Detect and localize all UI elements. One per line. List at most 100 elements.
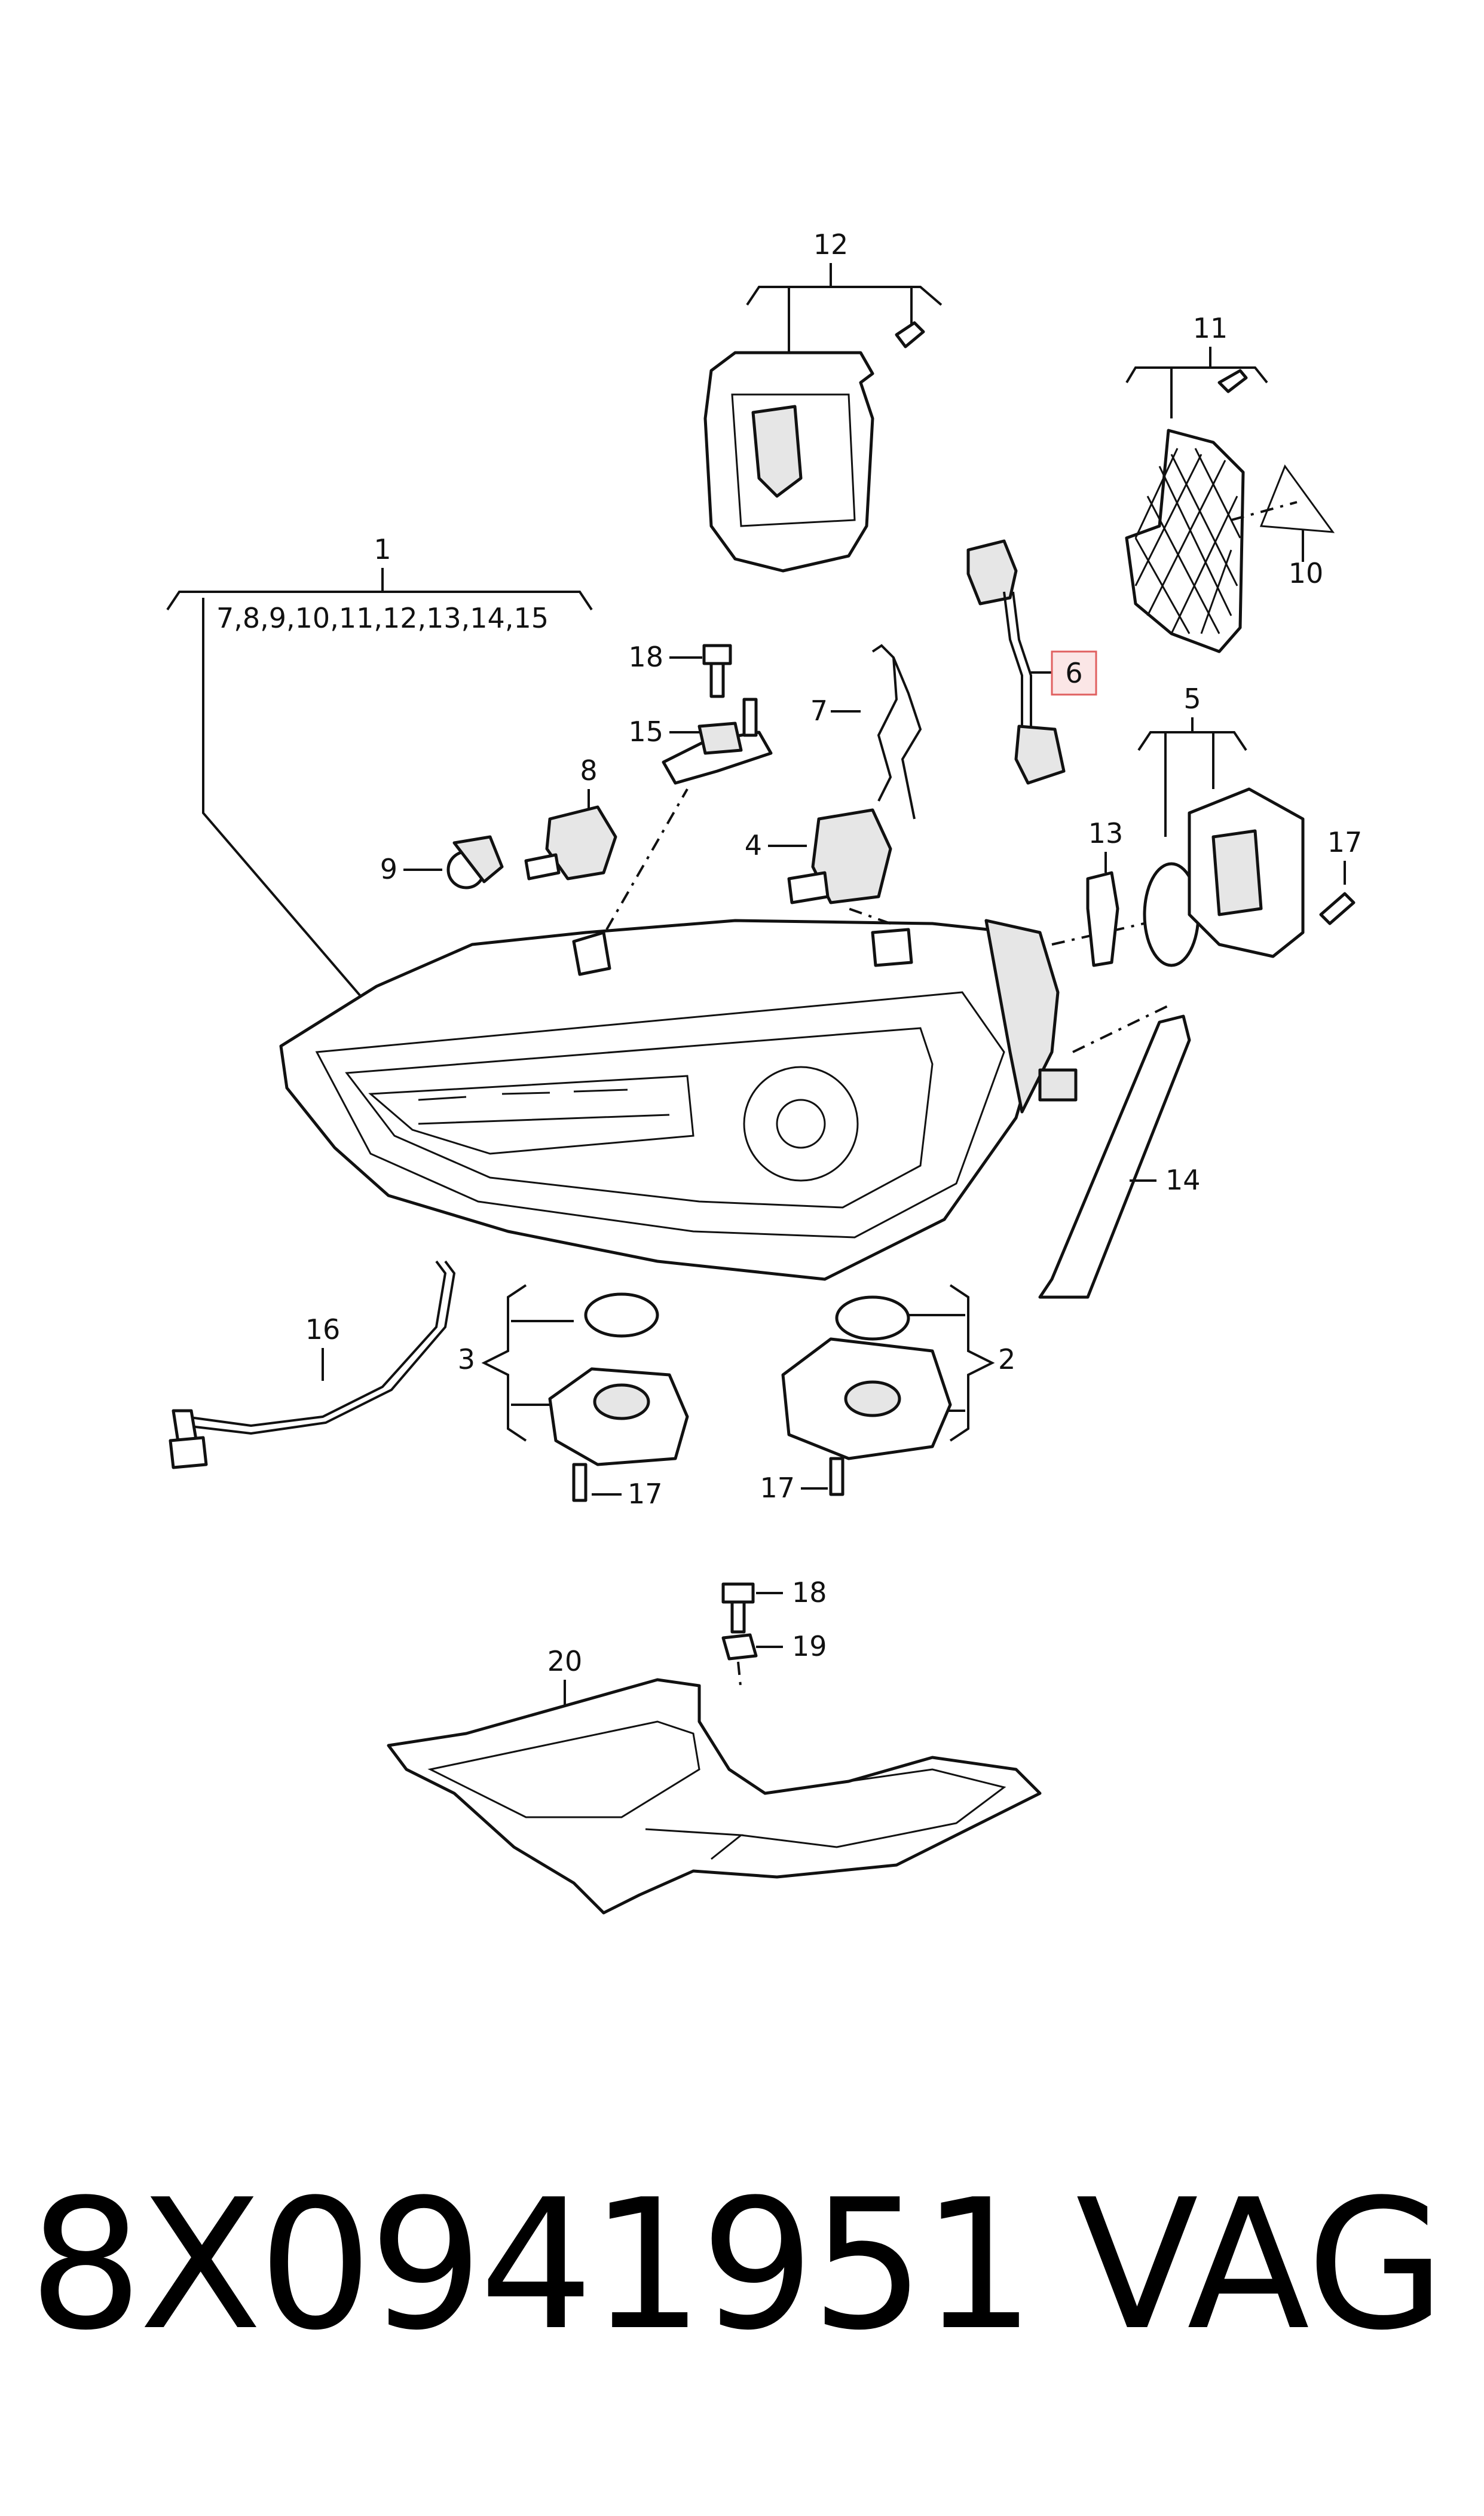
part-13-group: 13 [1086,817,1124,967]
callout-16: 16 [305,1313,341,1346]
callout-17b: 17 [628,1478,663,1510]
part-3-seal-ring [584,1292,659,1338]
part-14-group: 14 [1038,1014,1201,1299]
part-2-group: 2 17 [760,1284,1015,1504]
part-19-dashed-leader [737,1661,742,1692]
callout-3-brace [481,1284,527,1442]
callout-17a: 17 [1327,826,1363,858]
part-6-wire [1003,591,1023,729]
part-18-screw-shaft [709,662,725,698]
part-1-rear-module [984,919,1060,1114]
part-9-socket [452,835,504,883]
part-1-led-strip [368,1075,694,1155]
brand-label: VAG [1076,2161,1446,2370]
part-1-lens-frame [345,1027,934,1209]
callout-1-bracket [166,568,593,611]
part-10-triangle [1259,464,1335,533]
callout-5-bracket [1137,717,1247,837]
callout-18a: 18 [628,641,663,673]
part-1-led-segments [418,1089,670,1125]
part-16-hose-2 [185,1260,456,1435]
part-14-strip [1038,1014,1191,1299]
part-15-18-group: 18 15 [628,641,773,785]
part-6-connector-bottom [1014,724,1066,785]
part-20-group: 20 [387,1645,1042,1915]
part-1-projector-lens [776,1099,826,1149]
part-7-clip [871,644,922,820]
part-18-19-group: 18 19 [721,1576,827,1692]
part-16-hose [185,1260,447,1427]
part-20-inner-face [427,1720,700,1818]
part-4-group: 4 [745,808,892,904]
callout-19: 19 [792,1630,827,1662]
part-1-rear-connector [1038,1068,1078,1102]
part-1-headlight-housing [279,919,1048,1281]
part-12-group: 12 [703,228,943,573]
part-12-socket [751,405,803,498]
part-5-module-face [1211,829,1263,916]
part-11-group: 11 10 [1125,312,1335,653]
part-3-socket [593,1383,650,1420]
part-2-socket [844,1380,901,1417]
part-1-group: 1 7,8,9,10,11,12,13,14,15 [166,533,1184,1281]
part-8-holder [545,805,617,881]
part-20-arm [741,1768,1006,1848]
part-17b-screw [572,1463,588,1502]
callout-11: 11 [1193,312,1228,344]
callout-5: 5 [1183,683,1201,715]
callout-1-sub: 7,8,9,10,11,12,13,14,15 [216,602,549,634]
part-16-connector [169,1436,208,1469]
callout-3: 3 [458,1343,475,1375]
callout-10: 10 [1289,557,1324,589]
part-20-rib [645,1828,743,1860]
callout-14: 14 [1165,1164,1201,1196]
callout-1-leader [202,598,369,1005]
callout-17c: 17 [760,1472,795,1504]
part-15-pin [742,698,758,737]
part-18b-screw-shaft [730,1600,746,1634]
part-15-dashed-leader [605,788,689,930]
part-6-group: 6 [966,539,1097,785]
callout-18b: 18 [792,1576,827,1609]
part-4-dashed-leader [848,907,891,925]
part-1-outer-trim [315,991,1005,1239]
callout-6-highlight-box [1051,650,1097,696]
part-13-tube [1086,871,1119,967]
callout-15: 15 [628,716,663,748]
callout-2: 2 [998,1343,1015,1375]
part-18-screw-head [702,644,732,665]
part-6-wire-2 [1012,591,1032,729]
part-18b-screw-head [721,1582,755,1604]
callout-2-brace [949,1284,995,1442]
callout-8: 8 [580,754,597,787]
part-9-group: 9 [380,835,504,889]
part-1-projector-outer [743,1066,859,1182]
part-11-grid [1134,448,1241,634]
part-number: 8X0941951 [29,2161,1035,2370]
callout-11-bracket [1125,347,1268,418]
callout-13: 13 [1088,817,1124,849]
callout-9: 9 [380,853,397,885]
callout-12: 12 [813,228,849,261]
part-12-inner [731,393,856,527]
part-20-bracket [387,1678,1042,1915]
part-8-stem [524,853,561,881]
part-4-bulb [787,871,830,904]
callout-7: 7 [810,695,828,727]
part-11-screw [1217,369,1248,393]
callout-1: 1 [374,533,391,565]
part-6-connector-top [966,539,1018,606]
part-3-group: 3 17 [458,1284,689,1510]
part-17a-screw [1319,892,1356,925]
callout-20: 20 [547,1645,583,1677]
part-4-housing [811,808,892,904]
callout-6: 6 [1065,657,1082,689]
part-1-mount-right [871,928,913,967]
part-7-group: 7 [810,644,922,820]
callout-3-leaders [511,1320,574,1406]
part-16-group: 16 [169,1260,456,1469]
callout-12-bracket [746,263,943,306]
part-19-clip [721,1633,758,1661]
part-5-group: 5 17 [1137,683,1363,967]
